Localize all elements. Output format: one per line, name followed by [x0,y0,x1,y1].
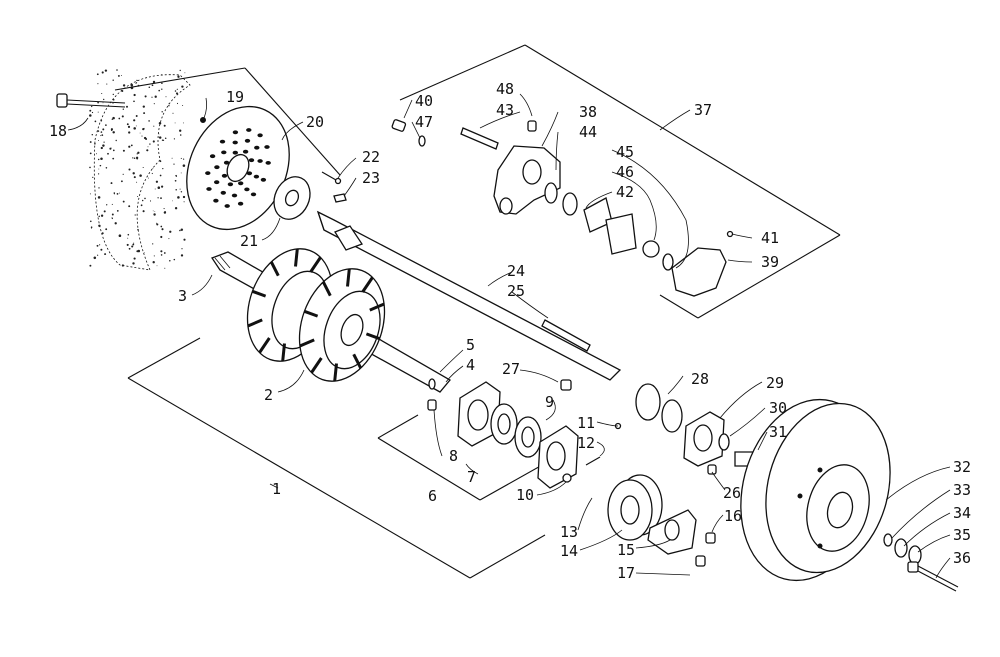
bolt-36 [907,561,959,592]
label-22: 22 [362,148,380,166]
pin-41 [726,230,734,238]
coupling-14 [607,474,663,541]
bearing-9b [514,416,542,458]
ring-45 [562,192,578,216]
label-26: 26 [723,484,741,502]
brake-drum [740,398,891,582]
label-12: 12 [577,434,595,452]
washer-33 [883,533,893,547]
label-46: 46 [616,163,634,181]
label-43: 43 [496,101,514,119]
bearing-flange-7 [537,425,579,489]
label-34: 34 [953,504,971,522]
label-42: 42 [616,183,634,201]
pin-43 [460,127,499,150]
washer-30 [718,433,730,451]
shaft-24 [316,210,622,381]
key-25 [541,319,591,352]
plate-42 [605,213,637,255]
label-17: 17 [617,564,635,582]
label-48: 48 [496,80,514,98]
label-20: 20 [306,113,324,131]
hub-21 [273,176,311,220]
label-31: 31 [769,423,787,441]
screw-19 [200,117,206,123]
label-41: 41 [761,229,779,247]
brake-disc-20 [186,105,290,231]
label-30: 30 [769,399,787,417]
label-3: 3 [178,287,187,305]
label-11: 11 [577,414,595,432]
label-38: 38 [579,103,597,121]
label-29: 29 [766,374,784,392]
nut-17 [695,555,706,567]
cap-39 [671,247,727,297]
washer-35 [908,545,922,565]
flange-29 [683,411,725,467]
housing-38 [493,145,561,215]
label-6: 6 [428,487,437,505]
label-14: 14 [560,542,578,560]
ring-44 [544,182,558,204]
clip-48 [527,120,537,132]
group-bracket-37 [399,44,841,319]
label-27: 27 [502,360,520,378]
bearing-9a [490,403,518,445]
chassis-casting [89,69,191,271]
ring-45b [662,253,674,271]
sprocket-2b [298,268,386,382]
label-13: 13 [560,523,578,541]
bolt-16 [705,532,716,544]
washer-47 [418,135,426,147]
label-35: 35 [953,526,971,544]
label-2: 2 [264,386,273,404]
label-32: 32 [953,458,971,476]
label-28: 28 [691,370,709,388]
label-25: 25 [507,282,525,300]
nut-10 [562,473,572,483]
label-5: 5 [466,336,475,354]
label-16: 16 [724,507,742,525]
label-15: 15 [617,541,635,559]
label-10: 10 [516,486,534,504]
label-18: 18 [49,122,67,140]
label-36: 36 [953,549,971,567]
bracket-15 [647,509,697,555]
bolt-18 [56,93,126,108]
label-23: 23 [362,169,380,187]
label-19: 19 [226,88,244,106]
key-23 [333,193,347,203]
label-44: 44 [579,123,597,141]
label-9: 9 [545,393,554,411]
label-40: 40 [415,92,433,110]
screw-12 [585,456,601,466]
label-39: 39 [761,253,779,271]
label-21: 21 [240,232,258,250]
bolt-26 [707,464,717,475]
leader-lines [67,93,951,579]
label-4: 4 [466,356,475,374]
callout-labels: 1 2 3 4 5 6 7 8 9 10 11 12 13 14 15 16 1… [49,80,971,582]
label-24: 24 [507,262,525,280]
pin-22 [321,171,342,185]
label-33: 33 [953,481,971,499]
bolt-40 [391,119,407,132]
washer-34 [894,538,908,558]
label-37: 37 [694,101,712,119]
collar-27 [560,379,572,391]
bearing-28 [635,383,683,433]
label-8: 8 [449,447,458,465]
bolt-8 [427,399,437,411]
label-47: 47 [415,113,433,131]
group-bracket-top [114,67,341,176]
group-bracket-1 [127,337,546,579]
label-1: 1 [272,480,281,498]
ball-42b [642,240,660,258]
label-7: 7 [467,468,476,486]
label-45: 45 [616,143,634,161]
washer-4 [428,378,436,390]
